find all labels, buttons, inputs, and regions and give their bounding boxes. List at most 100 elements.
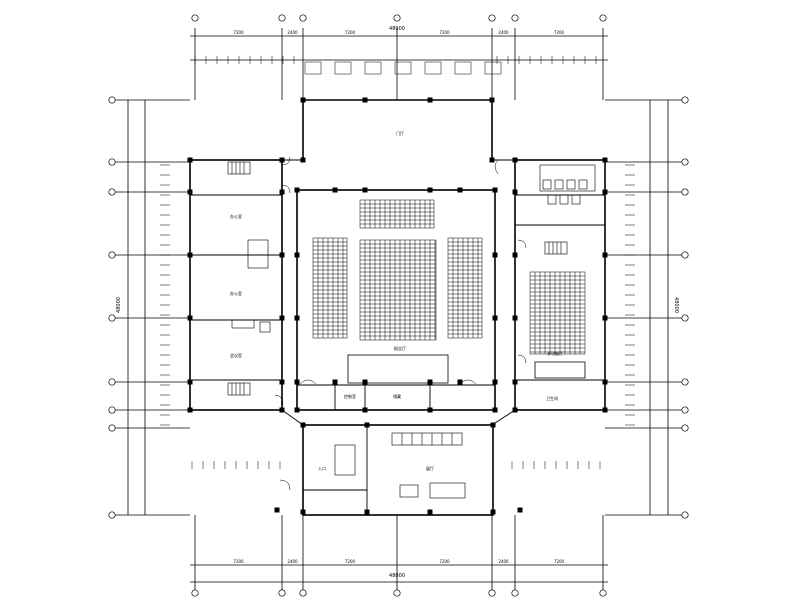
room-label-entrance: 入口 xyxy=(318,466,326,471)
axis-bubble xyxy=(511,14,519,22)
axis-bubble xyxy=(681,158,689,166)
axis-bubble xyxy=(393,589,401,597)
seat-block xyxy=(447,237,483,339)
right-dimension-chain xyxy=(605,99,685,516)
left-total-dimension: 48000 xyxy=(116,297,122,313)
column xyxy=(512,189,518,195)
column xyxy=(279,315,285,321)
axis-bubble xyxy=(681,378,689,386)
axis-bubble xyxy=(191,14,199,22)
axis-bubble xyxy=(108,378,116,386)
column xyxy=(489,157,495,163)
column xyxy=(362,407,368,413)
right-total-dimension: 48000 xyxy=(673,297,679,313)
column xyxy=(457,187,463,193)
room-labels: 报告厅 多功能厅 办公室 办公室 会议室 门厅 展厅 控制室 储藏 卫生间 入口 xyxy=(230,130,563,471)
column xyxy=(187,252,193,258)
window-bay xyxy=(394,61,412,75)
axis-bubble xyxy=(681,406,689,414)
room-label-store: 储藏 xyxy=(393,393,401,399)
seat-block xyxy=(359,199,435,229)
column xyxy=(490,422,496,428)
column xyxy=(492,315,498,321)
column xyxy=(364,422,370,428)
ruler-ticks xyxy=(160,56,635,469)
column xyxy=(512,315,518,321)
axis-bubble xyxy=(108,158,116,166)
exterior-walls xyxy=(189,99,606,516)
column xyxy=(187,379,193,385)
lobby-furniture xyxy=(259,321,466,499)
column xyxy=(602,189,608,195)
segment-dimension: 2400 xyxy=(498,559,509,564)
column xyxy=(602,407,608,413)
segment-dimension: 7200 xyxy=(345,30,356,35)
axis-bubble xyxy=(681,251,689,259)
axis-bubble xyxy=(108,96,116,104)
column xyxy=(274,507,280,513)
segment-dimension: 7200 xyxy=(345,559,356,564)
segment-dimension: 2400 xyxy=(498,30,509,35)
column xyxy=(512,407,518,413)
window-bay xyxy=(364,61,382,75)
column xyxy=(427,509,433,515)
column xyxy=(279,379,285,385)
structural-columns xyxy=(187,97,608,515)
column xyxy=(294,315,300,321)
grid-axis-markers xyxy=(108,14,689,597)
stairs xyxy=(227,161,568,396)
stage-platforms xyxy=(347,354,586,384)
column xyxy=(279,189,285,195)
column xyxy=(332,187,338,193)
axis-bubble xyxy=(681,314,689,322)
column xyxy=(300,422,306,428)
room-label-office-1: 办公室 xyxy=(230,213,242,219)
segment-dimension: 7200 xyxy=(439,559,450,564)
seat-block xyxy=(529,271,586,355)
column xyxy=(364,509,370,515)
axis-bubble xyxy=(108,314,116,322)
axis-bubble xyxy=(681,424,689,432)
column xyxy=(492,252,498,258)
segment-dimension: 2400 xyxy=(287,30,298,35)
column xyxy=(294,407,300,413)
column xyxy=(300,509,306,515)
column xyxy=(300,157,306,163)
column xyxy=(332,379,338,385)
room-label-exhibit: 展厅 xyxy=(426,465,434,471)
bottom-total-dimension: 48000 xyxy=(389,573,405,579)
column xyxy=(362,97,368,103)
axis-bubble xyxy=(108,424,116,432)
room-label-office-3: 会议室 xyxy=(230,352,242,358)
room-label-control: 控制室 xyxy=(344,393,356,399)
axis-bubble xyxy=(393,14,401,22)
column xyxy=(492,407,498,413)
segment-dimension: 7200 xyxy=(554,30,565,35)
room-label-wc: 卫生间 xyxy=(546,395,558,401)
door-swings xyxy=(274,156,527,491)
column xyxy=(490,509,496,515)
column xyxy=(492,187,498,193)
column xyxy=(427,187,433,193)
column xyxy=(187,157,193,163)
column xyxy=(512,252,518,258)
axis-bubble xyxy=(681,188,689,196)
auditorium-seating xyxy=(312,199,586,355)
seat-block xyxy=(312,237,348,339)
top-dimension-chain xyxy=(190,28,608,100)
room-label-side-hall: 多功能厅 xyxy=(547,350,563,356)
column xyxy=(489,97,495,103)
segment-dimension: 7200 xyxy=(554,559,565,564)
column xyxy=(602,157,608,163)
inner-walls xyxy=(190,159,605,515)
column xyxy=(294,252,300,258)
column xyxy=(602,315,608,321)
axis-bubble xyxy=(681,511,689,519)
room-label-hall: 报告厅 xyxy=(394,345,406,351)
column xyxy=(492,379,498,385)
column xyxy=(362,379,368,385)
window-bay xyxy=(484,61,502,75)
axis-bubble xyxy=(108,511,116,519)
axis-bubble xyxy=(108,188,116,196)
